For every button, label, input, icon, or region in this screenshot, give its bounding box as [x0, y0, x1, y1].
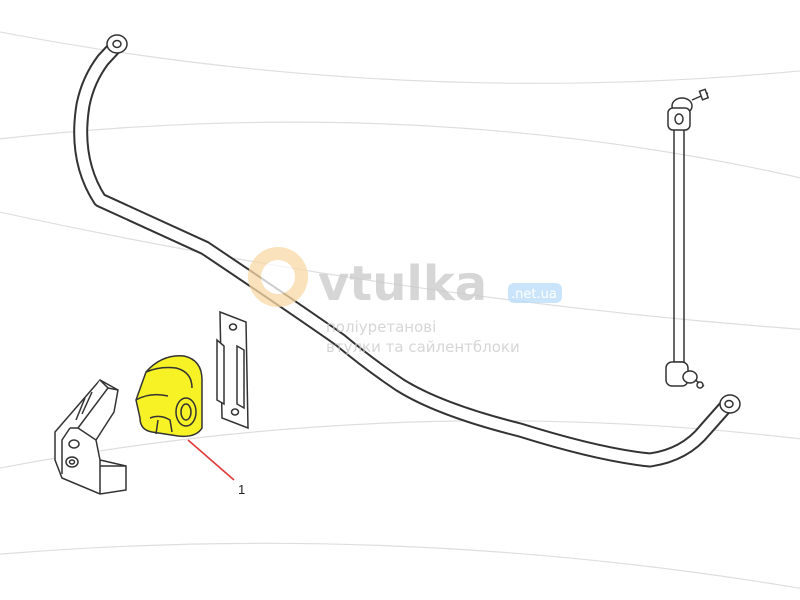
watermark-brand: vtulka — [318, 256, 487, 312]
watermark-domain: .net.ua — [511, 287, 557, 302]
background-arcs — [0, 31, 800, 589]
stabilizer-bar — [73, 38, 736, 468]
bar-left-eye — [106, 34, 128, 54]
vtulka-watermark: vtulka .net.ua поліуретанові втулки та с… — [248, 247, 562, 356]
watermark-tagline-line1: поліуретанові — [326, 318, 436, 336]
callout-leader-line — [187, 439, 235, 481]
watermark-tagline-line2: втулки та сайлентблоки — [326, 338, 520, 356]
watermark-logo-icon — [248, 247, 308, 307]
bushing-highlighted — [135, 355, 203, 438]
watermark-domain-badge — [508, 283, 562, 303]
bar-right-eye — [719, 394, 741, 414]
clamp-bracket — [54, 379, 127, 495]
callout-1: 1 — [187, 439, 245, 497]
retaining-plate — [216, 310, 249, 430]
callout-label: 1 — [238, 482, 245, 497]
stabilizer-link — [665, 88, 710, 389]
